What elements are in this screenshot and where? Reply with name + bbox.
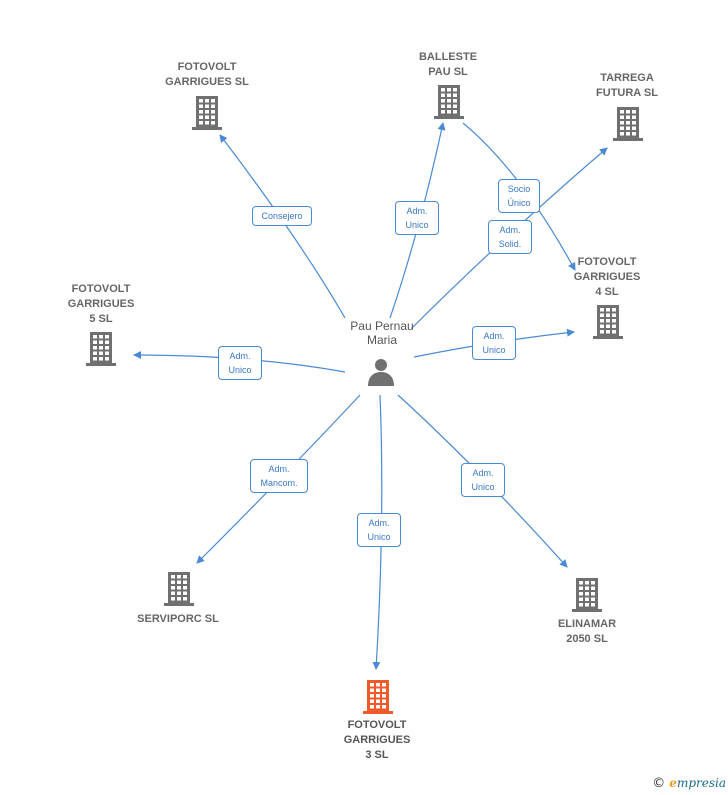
- company-label-fotovolt-garrigues-3-sl[interactable]: FOTOVOLT GARRIGUES 3 SL: [343, 719, 411, 761]
- brand-name: mpresia: [676, 776, 726, 790]
- building-icon[interactable]: [434, 85, 464, 119]
- edge-label-tarrega-futura-sl[interactable]: Adm. Solid.: [488, 220, 532, 254]
- company-label-elinamar-2050-sl[interactable]: ELINAMAR 2050 SL: [557, 618, 617, 645]
- edge-label-fotovolt-garrigues-4-sl[interactable]: Adm. Unico: [472, 326, 516, 360]
- company-label-tarrega-futura-sl[interactable]: TARREGA FUTURA SL: [596, 72, 658, 99]
- company-label-balleste-pau-sl[interactable]: BALLESTE PAU SL: [418, 51, 478, 78]
- edge-fotovolt-garrigues-sl: [219, 134, 346, 319]
- building-icon[interactable]: [572, 578, 602, 612]
- brand-initial: e: [669, 776, 677, 790]
- company-label-fotovolt-garrigues-4-sl[interactable]: FOTOVOLT GARRIGUES 4 SL: [573, 256, 641, 298]
- edge-label-elinamar-2050-sl[interactable]: Adm. Unico: [461, 463, 505, 497]
- company-label-fotovolt-garrigues-5-sl[interactable]: FOTOVOLT GARRIGUES 5 SL: [67, 283, 135, 325]
- edge-label-fotovolt-garrigues-sl[interactable]: Consejero: [252, 206, 312, 226]
- edge-label-fotovolt-garrigues-5-sl[interactable]: Adm. Unico: [218, 346, 262, 380]
- building-icon[interactable]: [192, 96, 222, 130]
- footer-brand: ©empresia: [652, 776, 726, 791]
- edge-label-serviporc-sl[interactable]: Adm. Mancom.: [250, 459, 308, 493]
- company-label-serviporc-sl[interactable]: SERVIPORC SL: [137, 613, 219, 625]
- building-icon[interactable]: [86, 332, 116, 366]
- building-icon[interactable]: [363, 680, 393, 714]
- building-icon[interactable]: [164, 572, 194, 606]
- copyright-symbol: ©: [652, 776, 666, 791]
- edge-label-balleste-pau-sl[interactable]: Adm. Unico: [395, 201, 439, 235]
- edge-label-fotovolt-garrigues-3-sl[interactable]: Adm. Unico: [357, 513, 401, 547]
- building-icon[interactable]: [593, 305, 623, 339]
- person-icon[interactable]: [366, 356, 396, 386]
- company-label-fotovolt-garrigues-sl[interactable]: FOTOVOLT GARRIGUES SL: [165, 61, 249, 88]
- building-icon[interactable]: [613, 107, 643, 141]
- edge-label-fotovolt-garrigues-4-sl[interactable]: Socio Único: [498, 179, 540, 213]
- person-name[interactable]: Pau Pernau Maria: [350, 319, 414, 347]
